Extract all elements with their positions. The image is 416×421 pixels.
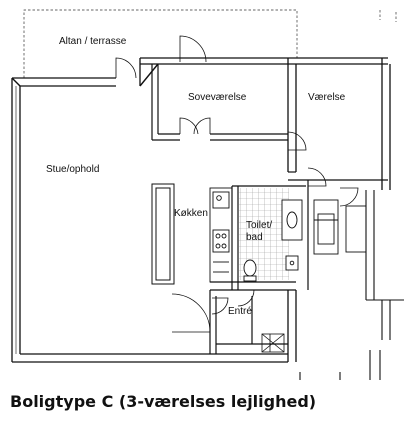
floor-plan: Altan / terrasse Soveværelse Værelse Stu… bbox=[11, 9, 404, 380]
neighbor-walls bbox=[299, 190, 404, 380]
label-bathroom-line2: bad bbox=[246, 232, 263, 243]
label-bedroom-main: Soveværelse bbox=[188, 92, 247, 103]
closets bbox=[313, 199, 367, 255]
kitchen-counter bbox=[209, 187, 233, 283]
door-swings bbox=[115, 35, 359, 333]
entrance-stair bbox=[261, 333, 285, 353]
kitchen-island bbox=[151, 183, 175, 285]
window-markers bbox=[11, 63, 159, 87]
balcony-outline bbox=[23, 9, 397, 78]
exterior-walls bbox=[11, 57, 391, 363]
bathroom-fixtures bbox=[243, 199, 303, 282]
label-balcony: Altan / terrasse bbox=[59, 36, 127, 47]
label-kitchen: Køkken bbox=[174, 208, 208, 219]
label-entrance: Entré bbox=[228, 306, 252, 317]
plan-caption: Boligtype C (3-værelses lejlighed) bbox=[10, 392, 317, 411]
label-bathroom-line1: Toilet/ bbox=[246, 220, 272, 231]
label-living: Stue/ophold bbox=[46, 164, 99, 175]
label-bedroom-second: Værelse bbox=[308, 92, 346, 103]
